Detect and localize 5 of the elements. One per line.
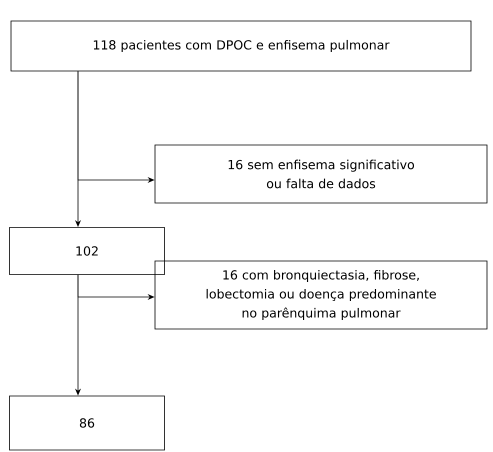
process-box: 16 sem enfisema significativo ou falta de dados: [154, 144, 488, 204]
process-box: 102: [9, 227, 165, 275]
process-box: 118 pacientes com DPOC e enfisema pulmonar: [10, 20, 472, 72]
process-box: 16 com bronquiectasia, fibrose, lobectomia ou doença predominante no parênquima pulmonar: [154, 260, 488, 330]
process-box: 86: [9, 396, 165, 450]
